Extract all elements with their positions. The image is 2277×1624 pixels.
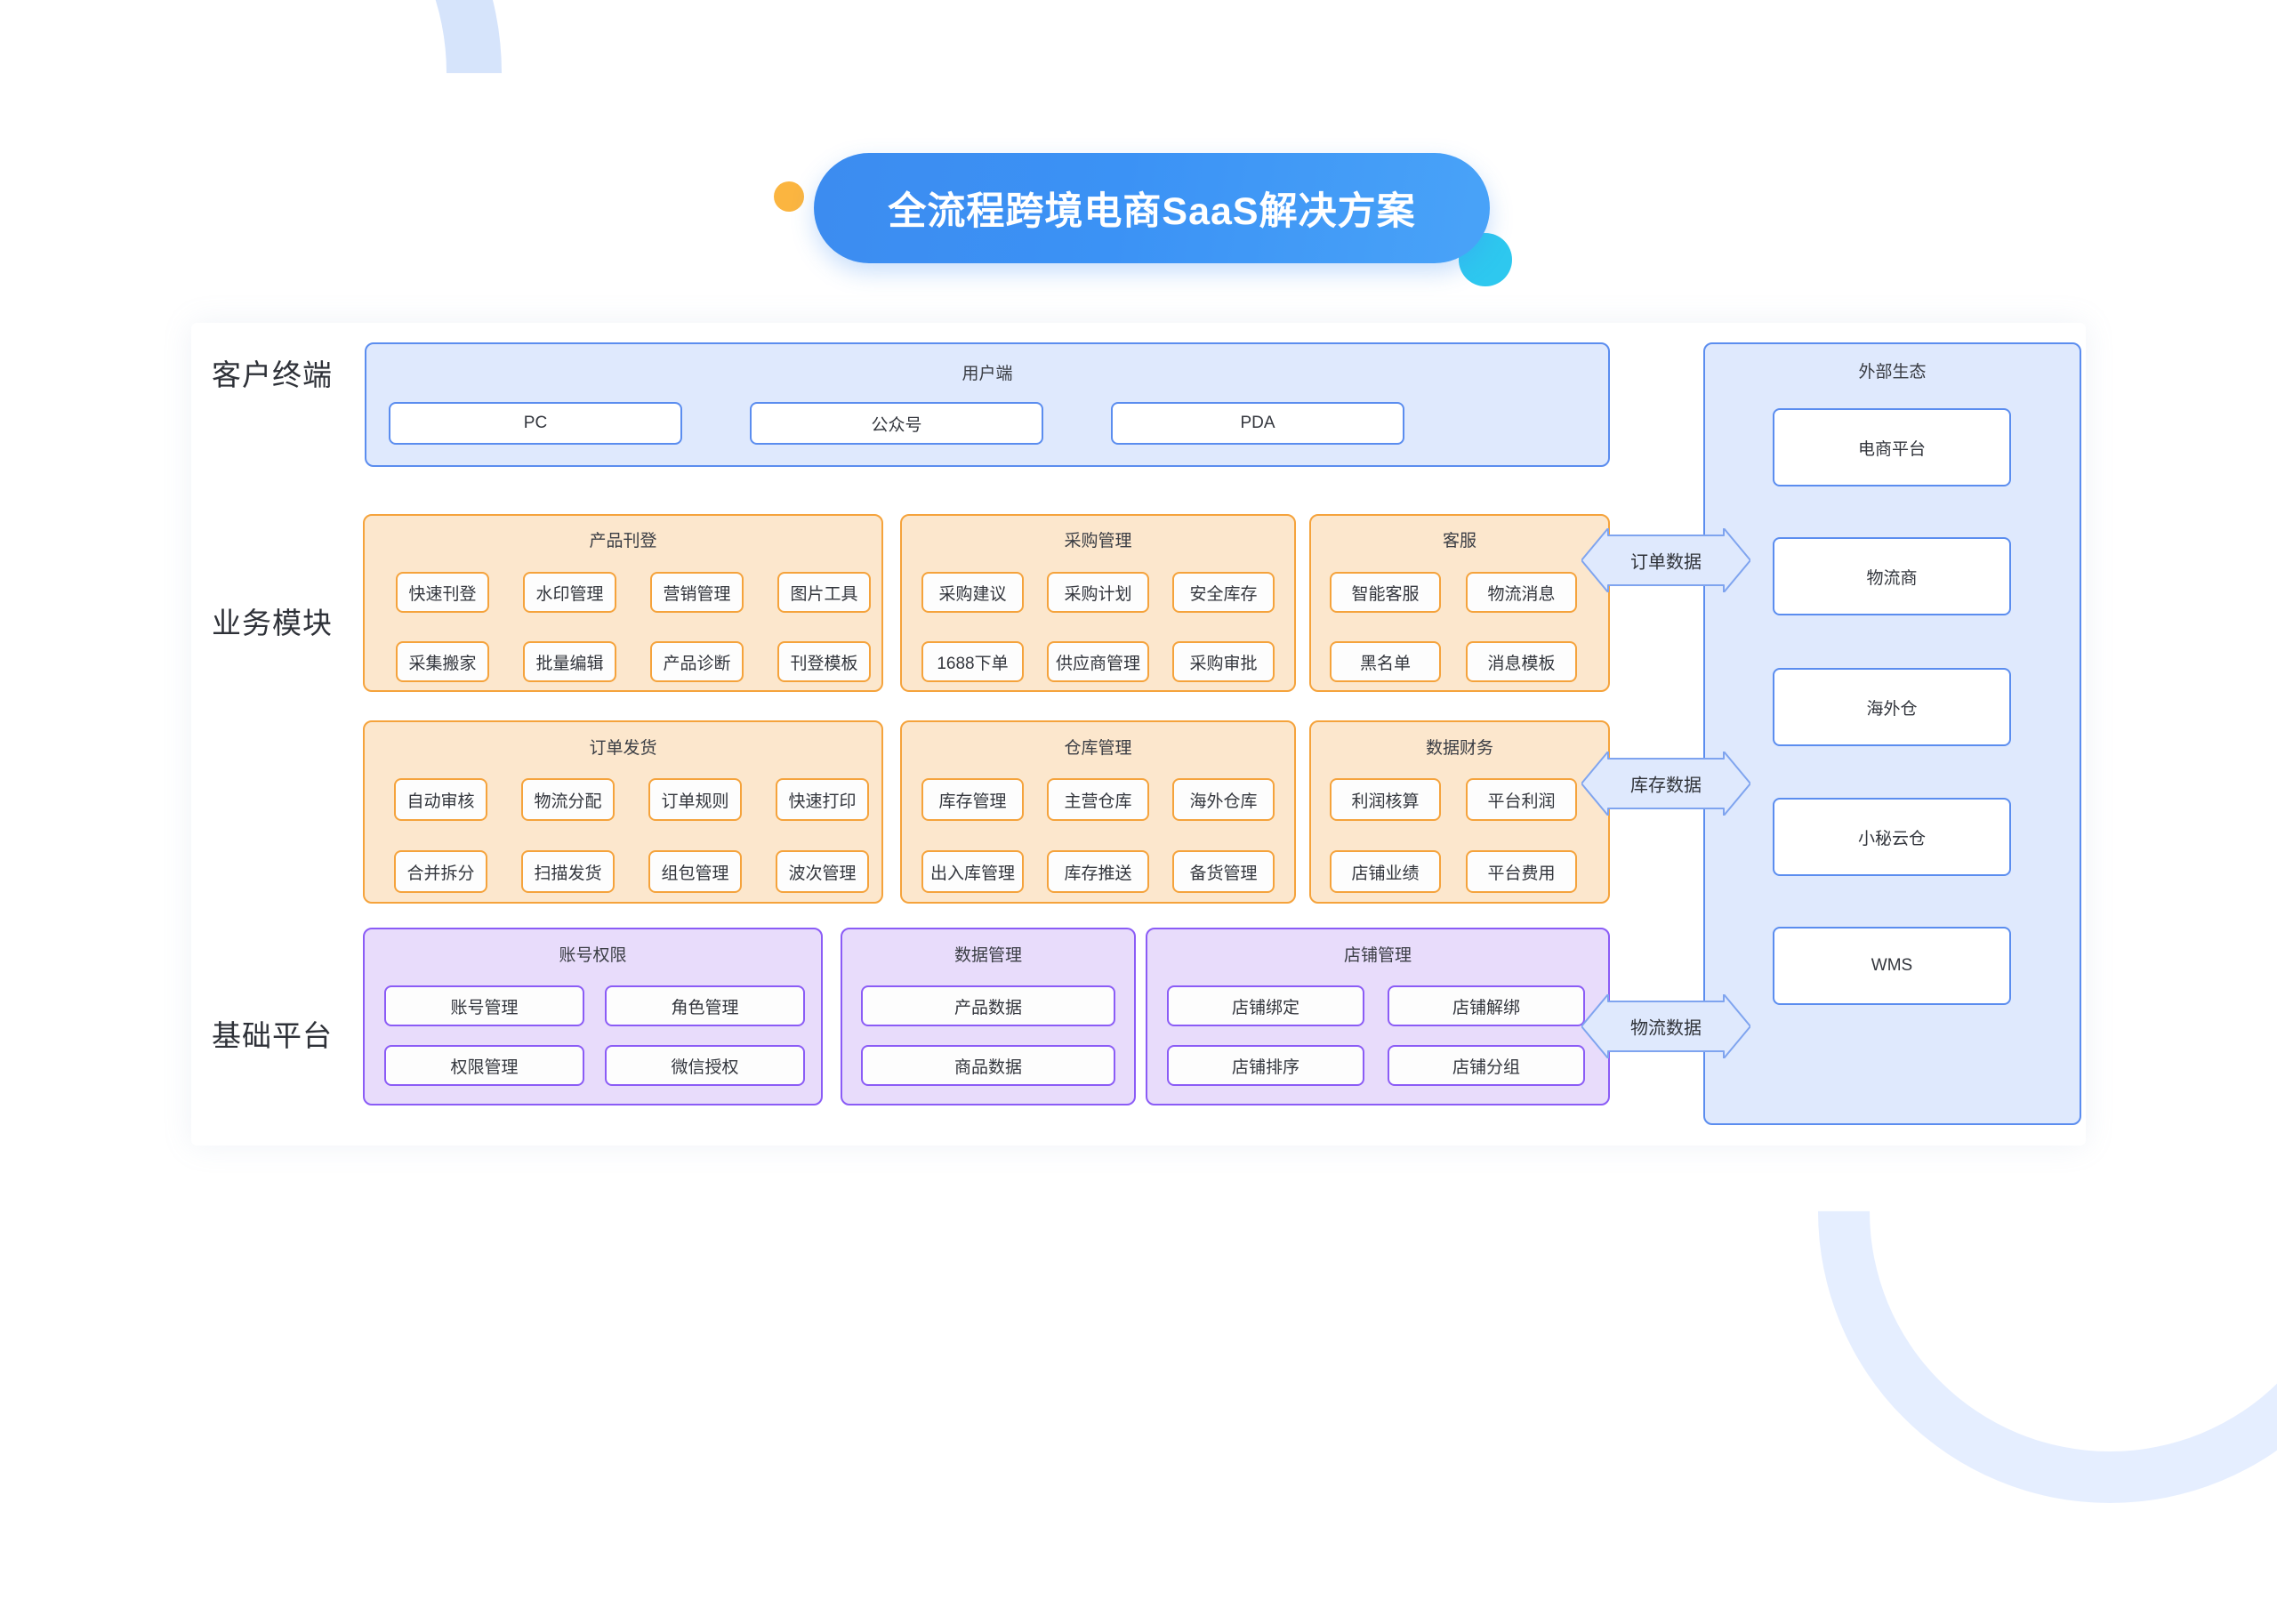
connector-label-order-data: 订单数据 xyxy=(1630,552,1702,573)
chip-overseas-warehouse[interactable]: 海外仓库 xyxy=(1172,778,1275,821)
chip-main-warehouse[interactable]: 主营仓库 xyxy=(1047,778,1149,821)
connector-order-data: 订单数据 xyxy=(1581,528,1750,592)
chip-client-wechat[interactable]: 公众号 xyxy=(750,402,1043,445)
chip-store-unbind[interactable]: 店铺解绑 xyxy=(1388,985,1585,1026)
chip-store-bind[interactable]: 店铺绑定 xyxy=(1167,985,1364,1026)
chip-profit-accounting[interactable]: 利润核算 xyxy=(1330,778,1441,821)
chip-platform-fees[interactable]: 平台费用 xyxy=(1466,850,1577,893)
connector-inventory-data: 库存数据 xyxy=(1581,752,1750,816)
chip-listing-template[interactable]: 刊登模板 xyxy=(777,641,871,682)
chip-message-template[interactable]: 消息模板 xyxy=(1466,641,1577,682)
page-title: 全流程跨境电商SaaS解决方案 xyxy=(888,190,1416,233)
panel-title-client-terminal: 用户端 xyxy=(961,365,1013,383)
panel-title-warehouse-mgmt: 仓库管理 xyxy=(1064,739,1132,758)
panel-title-procurement-mgmt: 采购管理 xyxy=(1064,532,1132,551)
row-label-business-modules: 业务模块 xyxy=(212,607,333,639)
chip-logistics-alloc[interactable]: 物流分配 xyxy=(521,778,615,821)
decor-arc-top-left-fade xyxy=(0,0,400,276)
chip-image-tools[interactable]: 图片工具 xyxy=(777,572,871,613)
panel-title-data-mgmt: 数据管理 xyxy=(953,946,1022,965)
chip-product-diagnose[interactable]: 产品诊断 xyxy=(650,641,744,682)
chip-wave-mgmt[interactable]: 波次管理 xyxy=(776,850,869,893)
chip-scan-shipping[interactable]: 扫描发货 xyxy=(521,850,615,893)
chip-quick-listing[interactable]: 快速刊登 xyxy=(396,572,489,613)
chip-external-overseas-warehouse[interactable]: 海外仓 xyxy=(1773,668,2011,746)
chip-marketing-mgmt[interactable]: 营销管理 xyxy=(650,572,744,613)
chip-account-mgmt[interactable]: 账号管理 xyxy=(384,985,584,1026)
chip-blacklist[interactable]: 黑名单 xyxy=(1330,641,1441,682)
chip-platform-profit[interactable]: 平台利润 xyxy=(1466,778,1577,821)
chip-package-mgmt[interactable]: 组包管理 xyxy=(648,850,742,893)
chip-stock-prep-mgmt[interactable]: 备货管理 xyxy=(1172,850,1275,893)
chip-store-performance[interactable]: 店铺业绩 xyxy=(1330,850,1441,893)
connector-label-logistics-data: 物流数据 xyxy=(1630,1018,1702,1039)
panel-title-store-mgmt: 店铺管理 xyxy=(1343,946,1412,965)
chip-role-mgmt[interactable]: 角色管理 xyxy=(605,985,805,1026)
chip-safety-stock[interactable]: 安全库存 xyxy=(1172,572,1275,613)
chip-store-group[interactable]: 店铺分组 xyxy=(1388,1045,1585,1086)
chip-purchase-approval[interactable]: 采购审批 xyxy=(1172,641,1275,682)
panel-title-account-permission: 账号权限 xyxy=(559,946,627,965)
chip-1688-order[interactable]: 1688下单 xyxy=(921,641,1024,682)
chip-client-pc[interactable]: PC xyxy=(389,402,682,445)
chip-supplier-mgmt[interactable]: 供应商管理 xyxy=(1047,641,1149,682)
chip-external-xiaomi-cloud-warehouse[interactable]: 小秘云仓 xyxy=(1773,798,2011,876)
chip-external-wms[interactable]: WMS xyxy=(1773,927,2011,1005)
panel-title-customer-service: 客服 xyxy=(1442,532,1476,551)
panel-title-order-shipping: 订单发货 xyxy=(589,739,657,758)
chip-purchase-suggestion[interactable]: 采购建议 xyxy=(921,572,1024,613)
row-label-foundation-platform: 基础平台 xyxy=(212,1019,333,1052)
chip-external-ecommerce-platform[interactable]: 电商平台 xyxy=(1773,408,2011,486)
row-label-client-terminal: 客户终端 xyxy=(212,358,333,391)
connector-logistics-data: 物流数据 xyxy=(1581,994,1750,1058)
chip-auto-review[interactable]: 自动审核 xyxy=(394,778,487,821)
chip-goods-data[interactable]: 商品数据 xyxy=(861,1045,1115,1086)
decor-dot-amber xyxy=(774,181,804,212)
chip-order-rules[interactable]: 订单规则 xyxy=(648,778,742,821)
chip-inventory-mgmt[interactable]: 库存管理 xyxy=(921,778,1024,821)
chip-quick-print[interactable]: 快速打印 xyxy=(776,778,869,821)
chip-inventory-push[interactable]: 库存推送 xyxy=(1047,850,1149,893)
chip-watermark-mgmt[interactable]: 水印管理 xyxy=(523,572,616,613)
chip-inbound-outbound[interactable]: 出入库管理 xyxy=(921,850,1024,893)
chip-logistics-message[interactable]: 物流消息 xyxy=(1466,572,1577,613)
chip-wechat-auth[interactable]: 微信授权 xyxy=(605,1045,805,1086)
chip-purchase-plan[interactable]: 采购计划 xyxy=(1047,572,1149,613)
chip-external-logistics-provider[interactable]: 物流商 xyxy=(1773,537,2011,615)
panel-title-product-listing: 产品刊登 xyxy=(589,532,657,551)
chip-collect-migrate[interactable]: 采集搬家 xyxy=(396,641,489,682)
connector-label-inventory-data: 库存数据 xyxy=(1630,776,1702,796)
chip-permission-mgmt[interactable]: 权限管理 xyxy=(384,1045,584,1086)
panel-title-data-finance: 数据财务 xyxy=(1425,739,1493,758)
chip-smart-service[interactable]: 智能客服 xyxy=(1330,572,1441,613)
page-title-banner: 全流程跨境电商SaaS解决方案 xyxy=(814,153,1490,263)
chip-merge-split[interactable]: 合并拆分 xyxy=(394,850,487,893)
panel-title-external-ecosystem: 外部生态 xyxy=(1858,363,1927,382)
chip-product-data[interactable]: 产品数据 xyxy=(861,985,1115,1026)
chip-batch-edit[interactable]: 批量编辑 xyxy=(523,641,616,682)
chip-client-pda[interactable]: PDA xyxy=(1111,402,1404,445)
chip-store-sort[interactable]: 店铺排序 xyxy=(1167,1045,1364,1086)
